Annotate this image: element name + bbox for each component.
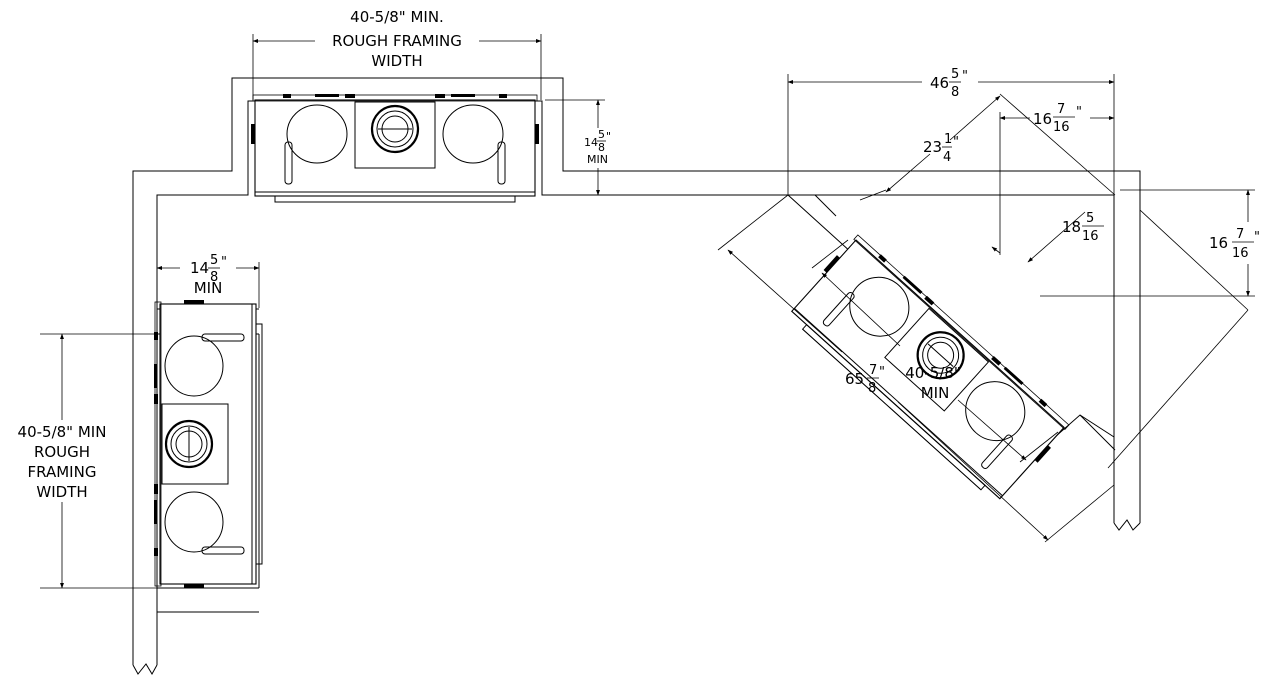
corner-top-dimension: 46 5 8 " <box>787 67 1115 195</box>
corner-right-den: 16 <box>1053 120 1070 135</box>
corner-right-inch: " <box>1076 105 1082 120</box>
left-depth-dimension: 14 5 8 " MIN <box>156 253 260 308</box>
corner-right-dimension: 16 7 16 " <box>999 102 1115 255</box>
corner-diag-den: 4 <box>943 150 951 165</box>
corner-far-num: 7 <box>1236 227 1244 242</box>
corner-mid-den: 16 <box>1082 229 1099 244</box>
corner-min-dimension: 40-5/8" MIN <box>811 239 1059 463</box>
corner-diagonal-dimension: 23 1 4 " <box>859 93 1116 201</box>
corner-diag-inch: " <box>953 135 959 150</box>
left-depth-whole: 14 <box>190 259 209 277</box>
corner-long-den: 8 <box>868 381 876 396</box>
corner-far-inch: " <box>1254 230 1260 245</box>
top-width-dimension: 40-5/8" MIN. ROUGH FRAMING WIDTH <box>252 8 542 100</box>
top-depth-num: 5 <box>598 128 605 141</box>
corner-long-inch: " <box>879 365 885 380</box>
corner-top-whole: 46 <box>930 74 949 92</box>
corner-long-dimension: 65 7 8 " <box>717 194 1115 543</box>
corner-long-whole: 65 <box>845 370 864 388</box>
left-width-dimension: 40-5/8" MIN ROUGH FRAMING WIDTH <box>18 333 157 589</box>
left-depth-den: 8 <box>210 270 218 285</box>
corner-mid-num: 5 <box>1086 211 1094 226</box>
corner-right-whole: 16 <box>1033 110 1052 128</box>
left-width-line1: 40-5/8" MIN <box>18 423 107 441</box>
corner-right-num: 7 <box>1057 102 1065 117</box>
top-depth-whole: 14 <box>584 136 598 149</box>
corner-diag-num: 1 <box>944 132 952 147</box>
top-depth-dimension: 14 5 8 " MIN <box>545 99 615 196</box>
corner-top-num: 5 <box>951 67 959 82</box>
top-width-line3: WIDTH <box>371 52 422 70</box>
left-fireplace-unit <box>152 298 264 590</box>
top-depth-min: MIN <box>587 153 608 166</box>
left-depth-num: 5 <box>210 253 218 268</box>
corner-diag-whole: 23 <box>923 138 942 156</box>
top-depth-inch: " <box>606 130 611 143</box>
corner-long-num: 7 <box>869 363 877 378</box>
top-depth-den: 8 <box>598 141 605 154</box>
corner-min-line2: MIN <box>921 384 950 402</box>
corner-mid-whole: 18 <box>1062 218 1081 236</box>
left-width-line2: ROUGH <box>34 443 90 461</box>
corner-far-dimension: 16 7 16 " <box>1040 189 1260 469</box>
corner-min-line1: 40-5/8" <box>905 364 961 382</box>
left-depth-min: MIN <box>194 279 223 297</box>
top-width-line2: ROUGH FRAMING <box>332 32 462 50</box>
top-fireplace-unit <box>249 92 541 204</box>
corner-far-den: 16 <box>1232 246 1249 261</box>
top-width-line1: 40-5/8" MIN. <box>350 8 444 26</box>
corner-far-whole: 16 <box>1209 234 1228 252</box>
left-depth-inch: " <box>221 255 227 270</box>
left-width-line4: WIDTH <box>36 483 87 501</box>
corner-top-inch: " <box>962 69 968 84</box>
left-width-line3: FRAMING <box>28 463 97 481</box>
corner-top-den: 8 <box>951 85 959 100</box>
corner-mid-dimension: 18 5 16 <box>991 211 1104 263</box>
